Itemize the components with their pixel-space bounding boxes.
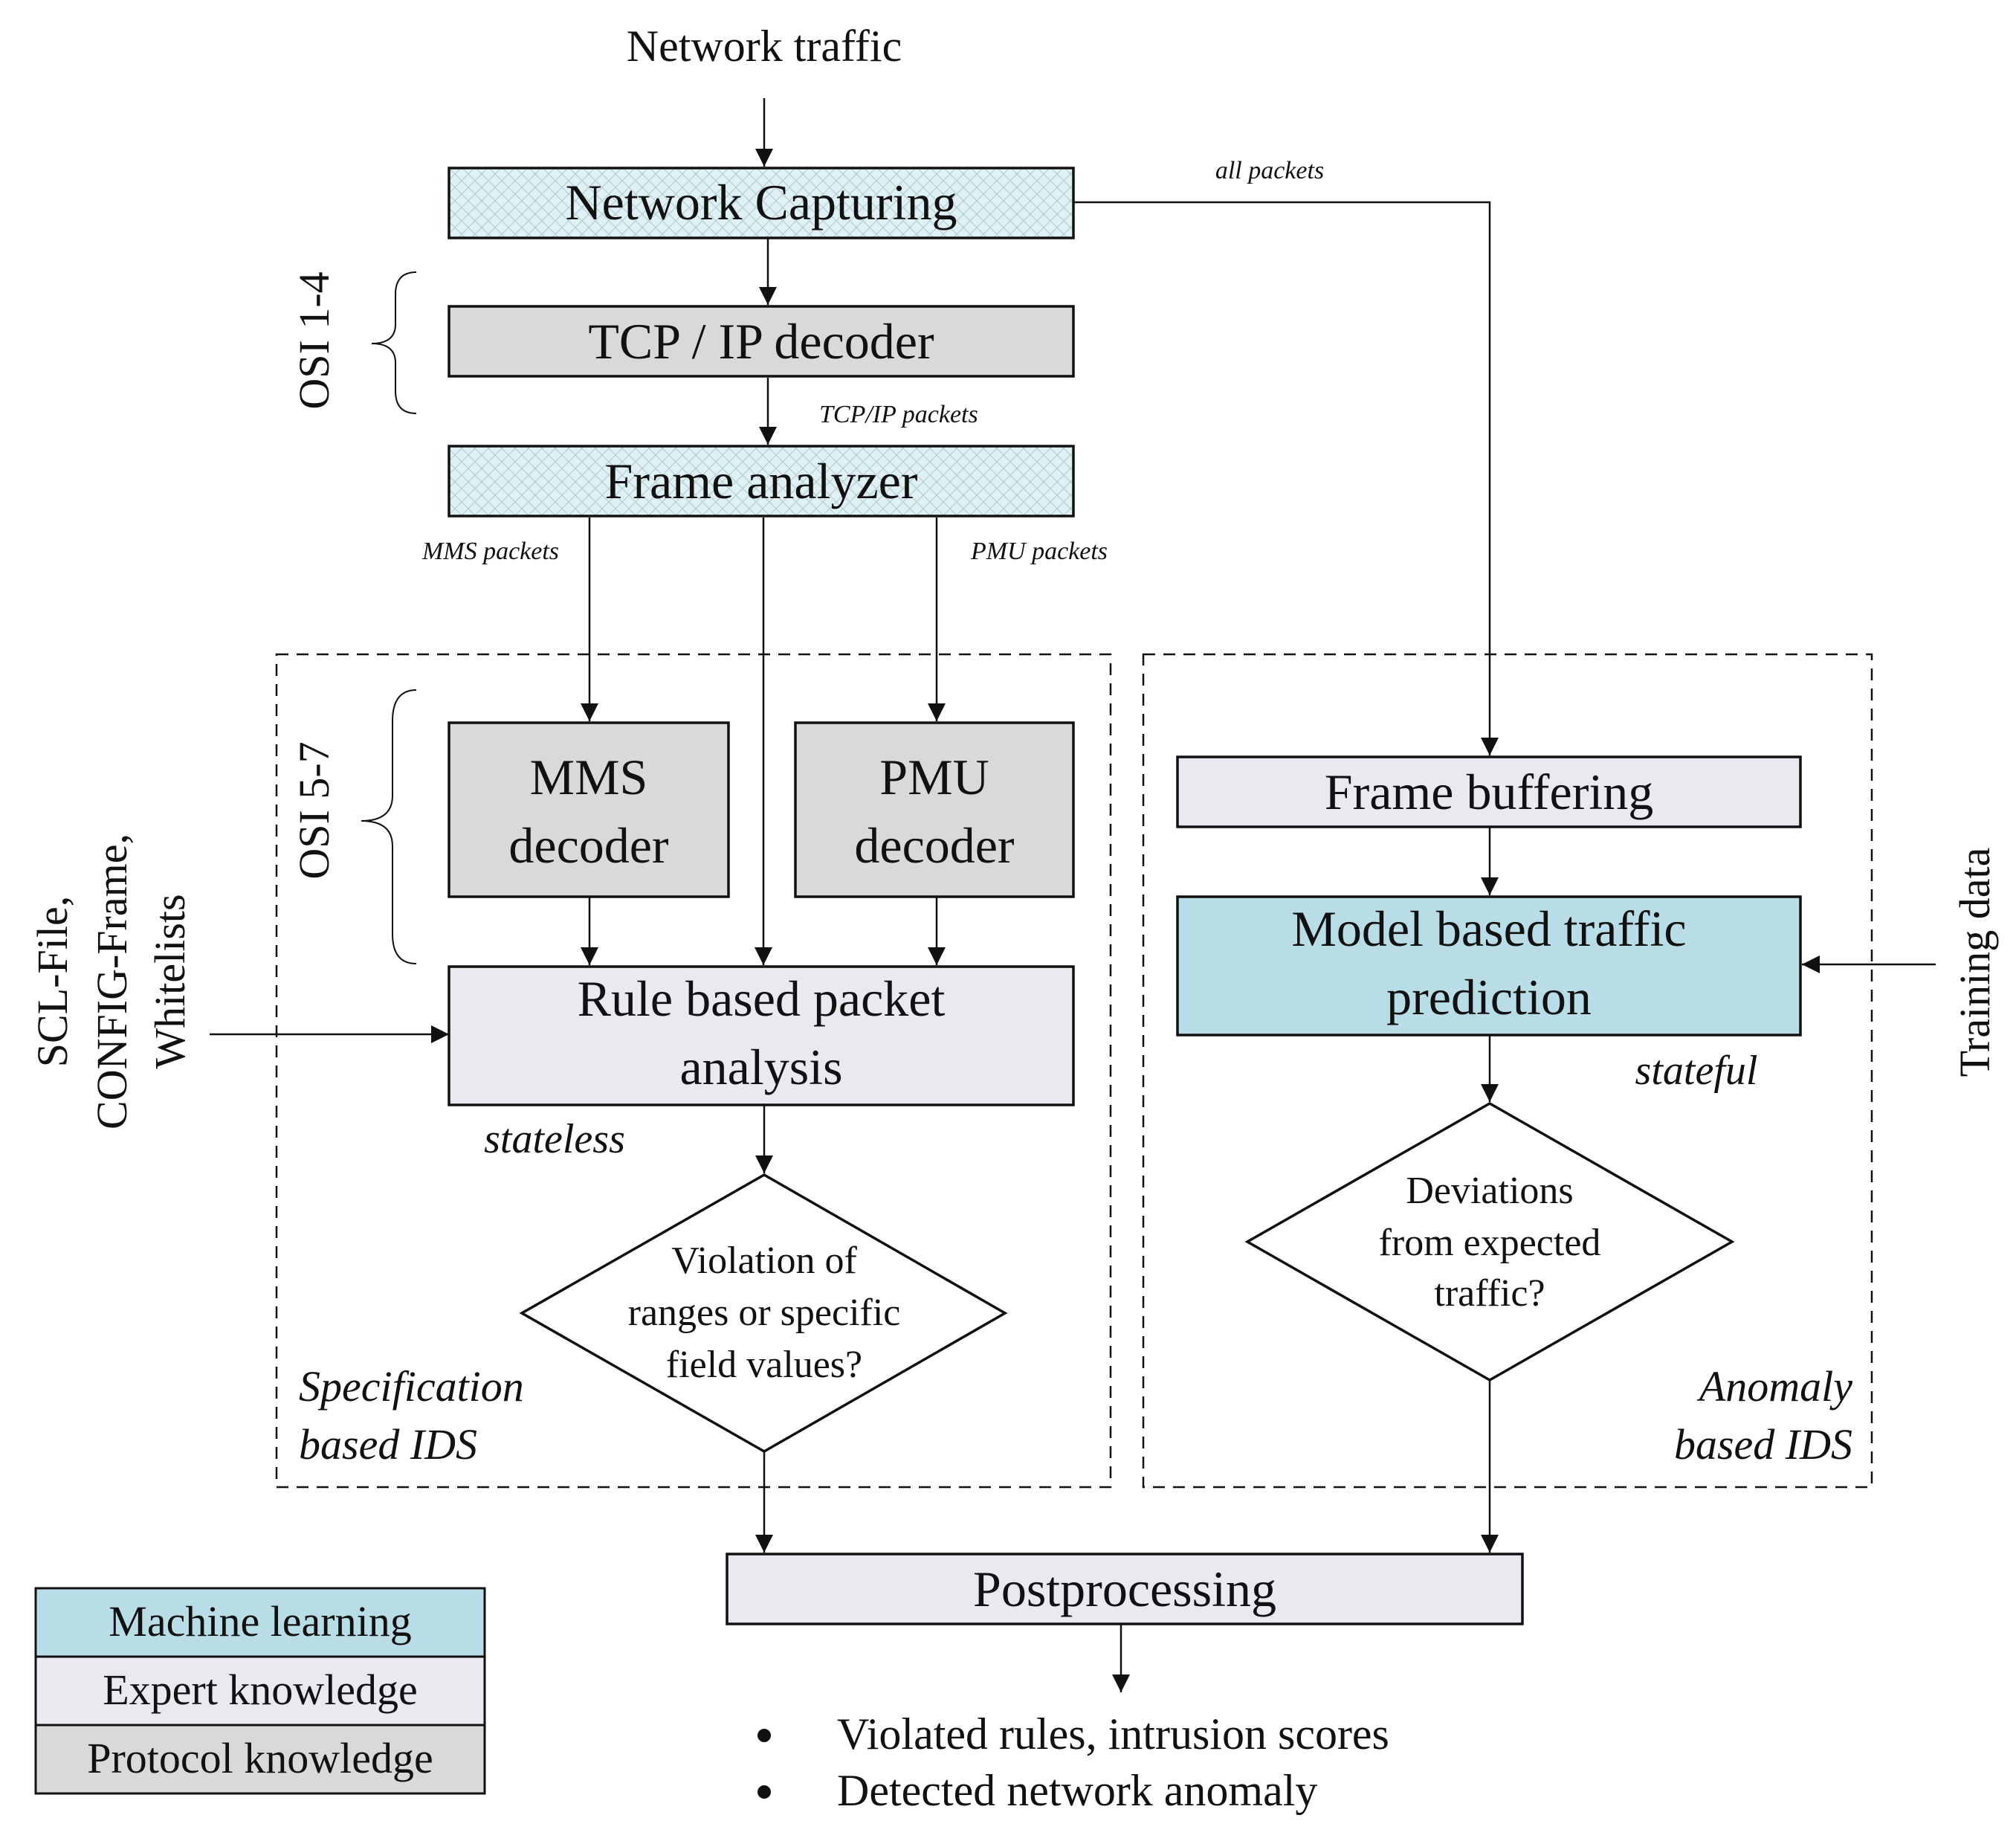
violation-line-1: Violation of (671, 1240, 857, 1282)
output-item-1: Violated rules, intrusion scores (837, 1709, 1389, 1759)
rule-analysis-box: Rule based packet analysis (448, 965, 1075, 1106)
deviation-decision: Deviations from expected traffic? (1244, 1101, 1735, 1382)
osi-1-4-label: OSI 1-4 (290, 271, 338, 409)
postprocessing-label: Postprocessing (973, 1561, 1276, 1617)
legend-label-protocol-knowledge: Protocol knowledge (87, 1734, 433, 1782)
specification-ids-line-1: Specification (299, 1362, 524, 1411)
pmu-decoder-line-2: decoder (854, 817, 1015, 874)
osi-5-7-bracket: OSI 5-7 (290, 689, 417, 964)
training-data-label: Training data (1951, 848, 1999, 1077)
mms-decoder-line-2: decoder (508, 817, 669, 874)
legend-swatch-machine-learning (34, 1587, 486, 1658)
osi-5-7-label: OSI 5-7 (290, 741, 338, 879)
edge-label-pmu-packets: PMU packets (970, 538, 1108, 565)
arrow-capture-to-buffer (1073, 201, 1499, 755)
left-input-line-1: SCL-File, (28, 896, 77, 1067)
edge-label-mms-packets: MMS packets (421, 538, 559, 565)
tcp-ip-decoder-label: TCP / IP decoder (588, 313, 934, 370)
legend-swatch-protocol-knowledge (34, 1724, 486, 1795)
output-item-2: Detected network anomaly (837, 1766, 1317, 1815)
violation-decision: Violation of ranges or specific field va… (519, 1173, 1008, 1454)
network-capturing-box: Network Capturing (448, 167, 1075, 239)
frame-buffering-label: Frame buffering (1325, 764, 1654, 820)
frame-buffering-box: Frame buffering (1176, 755, 1802, 828)
deviation-line-2: from expected (1379, 1222, 1601, 1264)
osi-1-4-bracket: OSI 1-4 (290, 271, 417, 414)
mms-decoder-box: MMS decoder (448, 721, 730, 898)
left-input-line-2: CONFIG-Frame, (88, 834, 136, 1129)
edge-label-tcp-ip-packets: TCP/IP packets (819, 401, 978, 428)
legend-label-machine-learning: Machine learning (109, 1597, 411, 1645)
rule-analysis-line-1: Rule based packet (578, 970, 946, 1027)
specification-ids-region (275, 653, 1112, 1489)
anomaly-ids-line-2: based IDS (1674, 1420, 1852, 1469)
specification-ids-line-2: based IDS (299, 1420, 477, 1469)
left-input-line-3: Whitelists (146, 894, 194, 1068)
violation-line-3: field values? (666, 1344, 862, 1386)
network-traffic-label: Network traffic (627, 22, 902, 71)
edge-label-all-packets: all packets (1215, 157, 1324, 184)
legend-label-expert-knowledge: Expert knowledge (103, 1666, 418, 1714)
rule-analysis-line-2: analysis (679, 1039, 842, 1095)
output-bullet-2 (757, 1785, 771, 1799)
stateful-label: stateful (1635, 1048, 1758, 1094)
model-prediction-line-2: prediction (1386, 969, 1592, 1025)
violation-line-2: ranges or specific (628, 1292, 901, 1334)
output-bullet-1 (757, 1729, 771, 1742)
legend-swatch-expert-knowledge (34, 1655, 486, 1727)
left-input-label: SCL-File, CONFIG-Frame, Whitelists (28, 834, 194, 1129)
tcp-ip-decoder-box: TCP / IP decoder (448, 305, 1075, 378)
frame-analyzer-label: Frame analyzer (605, 453, 918, 509)
mms-decoder-line-1: MMS (530, 749, 648, 805)
postprocessing-box: Postprocessing (726, 1553, 1524, 1625)
model-prediction-line-1: Model based traffic (1291, 900, 1686, 957)
network-capturing-label: Network Capturing (566, 174, 957, 231)
deviation-line-1: Deviations (1406, 1170, 1573, 1212)
deviation-line-3: traffic? (1434, 1272, 1545, 1315)
stateless-label: stateless (484, 1116, 625, 1162)
frame-analyzer-box: Frame analyzer (448, 445, 1075, 518)
anomaly-ids-region (1142, 653, 1873, 1489)
anomaly-ids-line-1: Anomaly (1696, 1362, 1852, 1411)
pmu-decoder-box: PMU decoder (794, 721, 1075, 898)
pmu-decoder-line-1: PMU (879, 749, 989, 805)
legend: Machine learning Expert knowledge Protoc… (34, 1587, 486, 1795)
model-prediction-box: Model based traffic prediction (1176, 895, 1802, 1037)
connectors (210, 98, 1936, 1692)
output-list: Violated rules, intrusion scores Detecte… (757, 1709, 1389, 1815)
